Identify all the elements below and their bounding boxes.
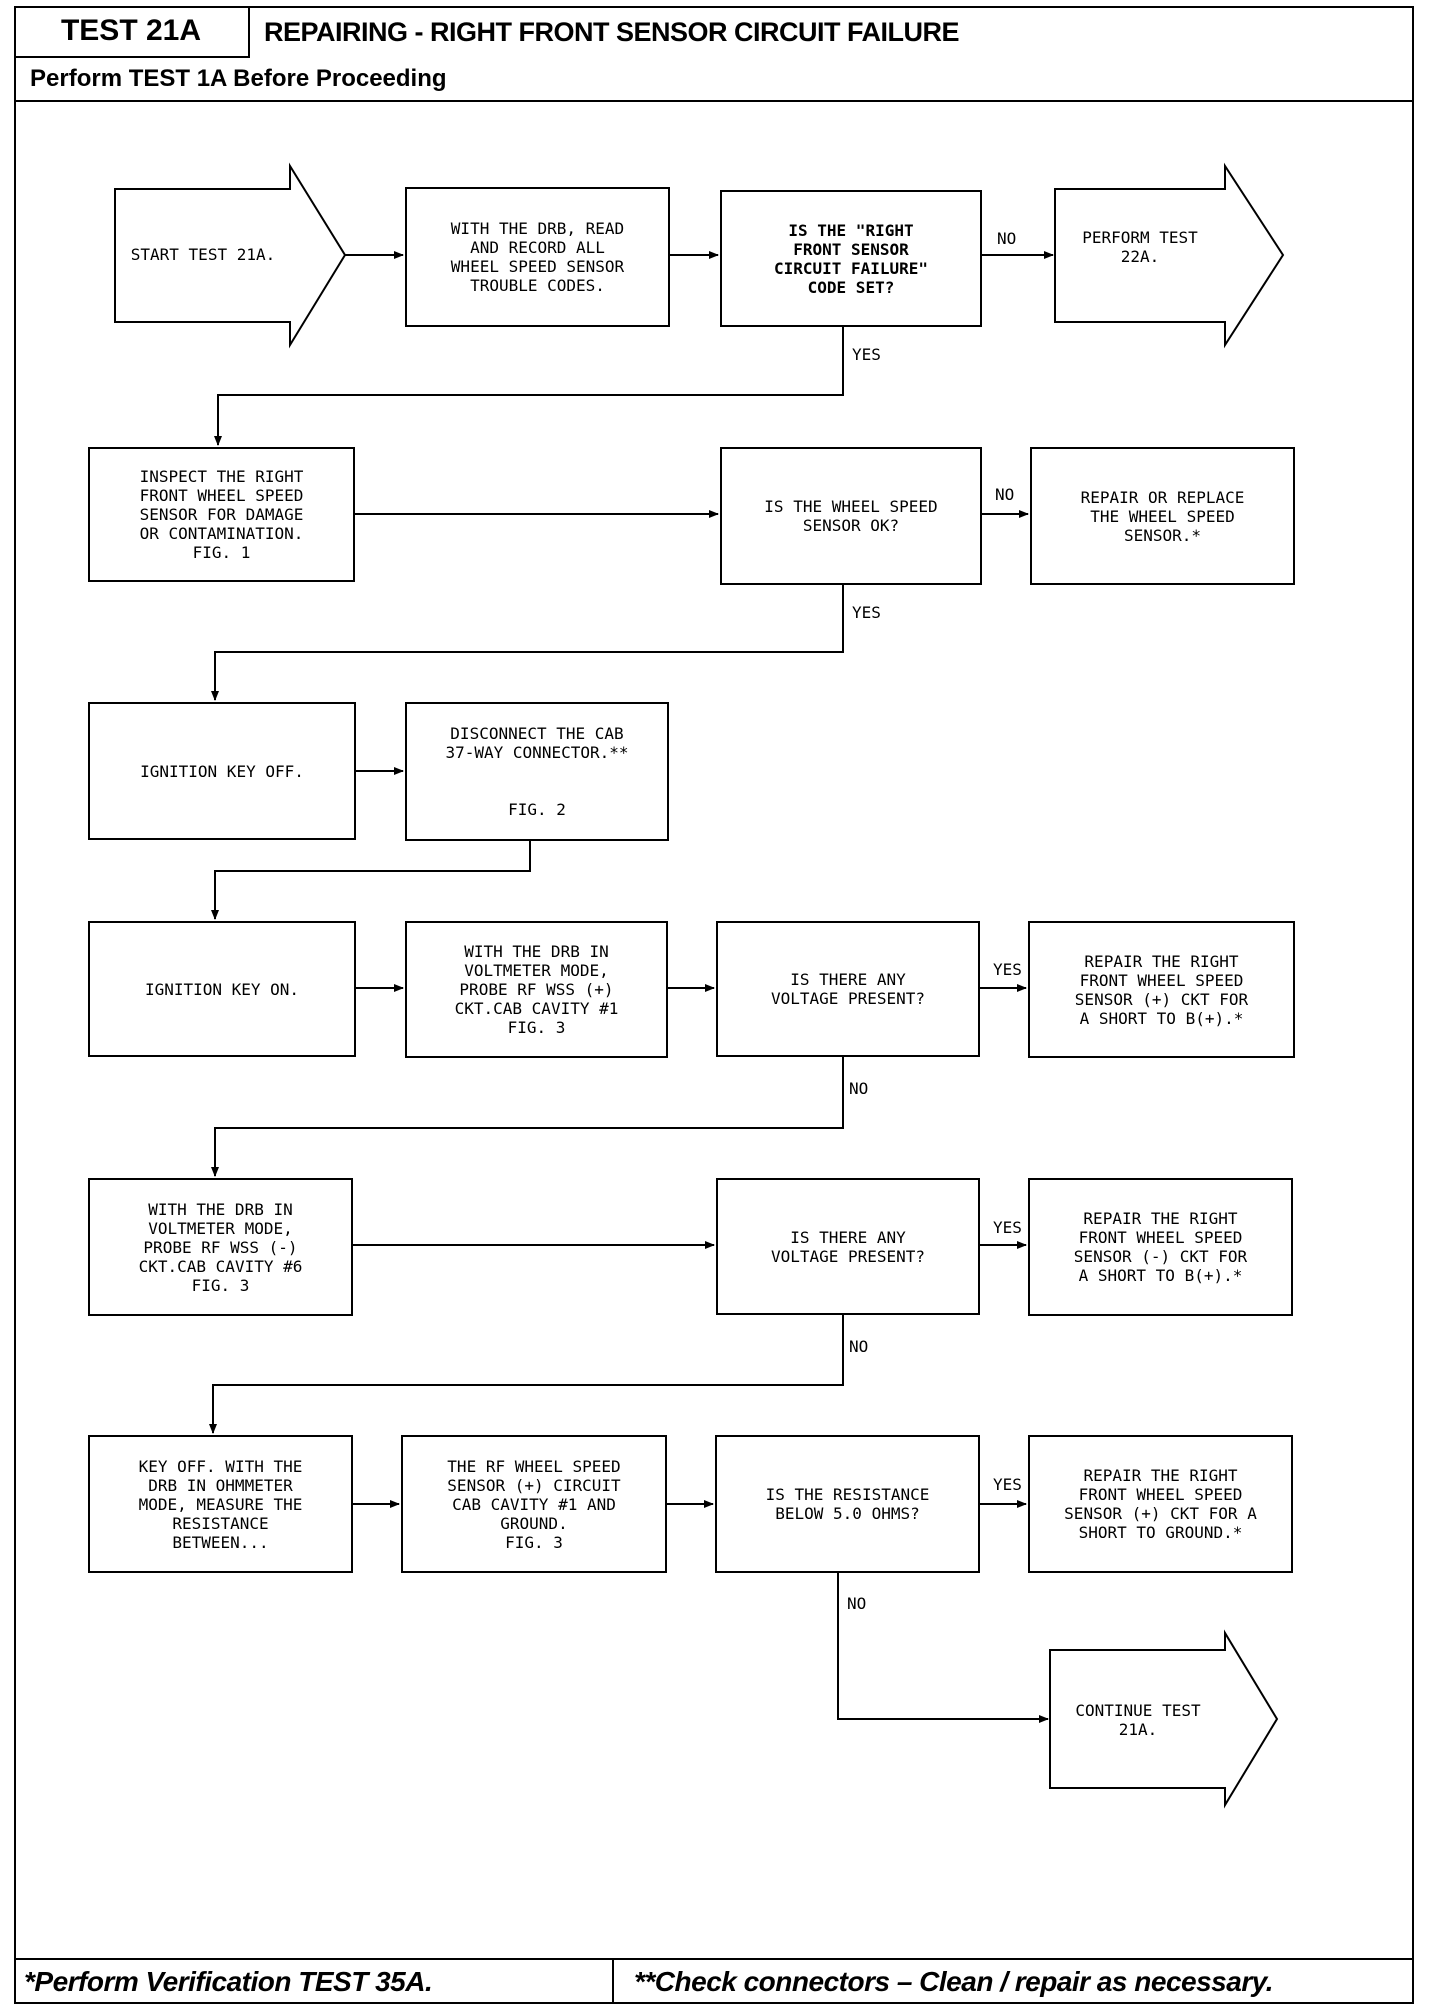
probe-minus-box: WITH THE DRB IN VOLTMETER MODE, PROBE RF…: [88, 1178, 353, 1316]
edge-label-yes: YES: [993, 1218, 1022, 1237]
rf-cavity-box: THE RF WHEEL SPEED SENSOR (+) CIRCUIT CA…: [401, 1435, 667, 1573]
connector-q3-no: [211, 1057, 844, 1177]
start-arrow-shape: [114, 162, 347, 349]
continue-test-21a-label: CONTINUE TEST 21A.: [1075, 1701, 1201, 1739]
page-frame: [14, 6, 1414, 2004]
start-test-label: START TEST 21A.: [130, 245, 276, 264]
probe-plus-box: WITH THE DRB IN VOLTMETER MODE, PROBE RF…: [405, 921, 668, 1058]
connector-q5-no: [837, 1573, 1049, 1723]
read-codes-box: WITH THE DRB, READ AND RECORD ALL WHEEL …: [405, 187, 670, 327]
inspect-sensor-box: INSPECT THE RIGHT FRONT WHEEL SPEED SENS…: [88, 447, 355, 582]
page-title: REPAIRING - RIGHT FRONT SENSOR CIRCUIT F…: [264, 16, 960, 47]
voltage-decision-1: IS THERE ANY VOLTAGE PRESENT?: [716, 921, 980, 1057]
footer-verification-note: *Perform Verification TEST 35A.: [14, 1958, 614, 2004]
connector-disconnect-on: [211, 841, 531, 920]
continue-21a-arrow-shape: [1049, 1629, 1279, 1809]
edge-label-no: NO: [849, 1337, 869, 1356]
edge-label-no: NO: [847, 1594, 867, 1613]
repair-ground-box: REPAIR THE RIGHT FRONT WHEEL SPEED SENSO…: [1028, 1435, 1293, 1573]
repair-minus-b-box: REPAIR THE RIGHT FRONT WHEEL SPEED SENSO…: [1028, 1178, 1293, 1316]
repair-plus-b-box: REPAIR THE RIGHT FRONT WHEEL SPEED SENSO…: [1028, 921, 1295, 1058]
ignition-off-box: IGNITION KEY OFF.: [88, 702, 356, 840]
ignition-on-box: IGNITION KEY ON.: [88, 921, 356, 1057]
edge-label-yes: YES: [852, 603, 881, 622]
edge-label-yes: YES: [993, 960, 1022, 979]
edge-label-yes: YES: [852, 345, 881, 364]
disconnect-cab-box: DISCONNECT THE CAB 37-WAY CONNECTOR.** F…: [405, 702, 669, 841]
connector-q1-yes: [214, 327, 844, 446]
ohmmeter-box: KEY OFF. WITH THE DRB IN OHMMETER MODE, …: [88, 1435, 353, 1573]
code-set-decision: IS THE "RIGHT FRONT SENSOR CIRCUIT FAILU…: [720, 190, 982, 327]
resistance-decision: IS THE RESISTANCE BELOW 5.0 OHMS?: [715, 1435, 980, 1573]
edge-label-no: NO: [995, 485, 1015, 504]
prerequisite-note: Perform TEST 1A Before Proceeding: [14, 58, 1414, 102]
edge-label-no: NO: [849, 1079, 869, 1098]
connector-q4-no: [209, 1315, 844, 1434]
voltage-decision-2: IS THERE ANY VOLTAGE PRESENT?: [716, 1178, 980, 1315]
edge-label-no: NO: [997, 229, 1017, 248]
perform-22a-arrow-shape: [1054, 162, 1285, 349]
repair-sensor-box: REPAIR OR REPLACE THE WHEEL SPEED SENSOR…: [1030, 447, 1295, 585]
footer-connectors-note: **Check connectors – Clean / repair as n…: [614, 1958, 1414, 2004]
test-id: TEST 21A: [14, 6, 250, 58]
perform-test-22a-label: PERFORM TEST 22A.: [1082, 228, 1198, 266]
connector-q2-yes: [211, 585, 844, 701]
sensor-ok-decision: IS THE WHEEL SPEED SENSOR OK?: [720, 447, 982, 585]
edge-label-yes: YES: [993, 1475, 1022, 1494]
